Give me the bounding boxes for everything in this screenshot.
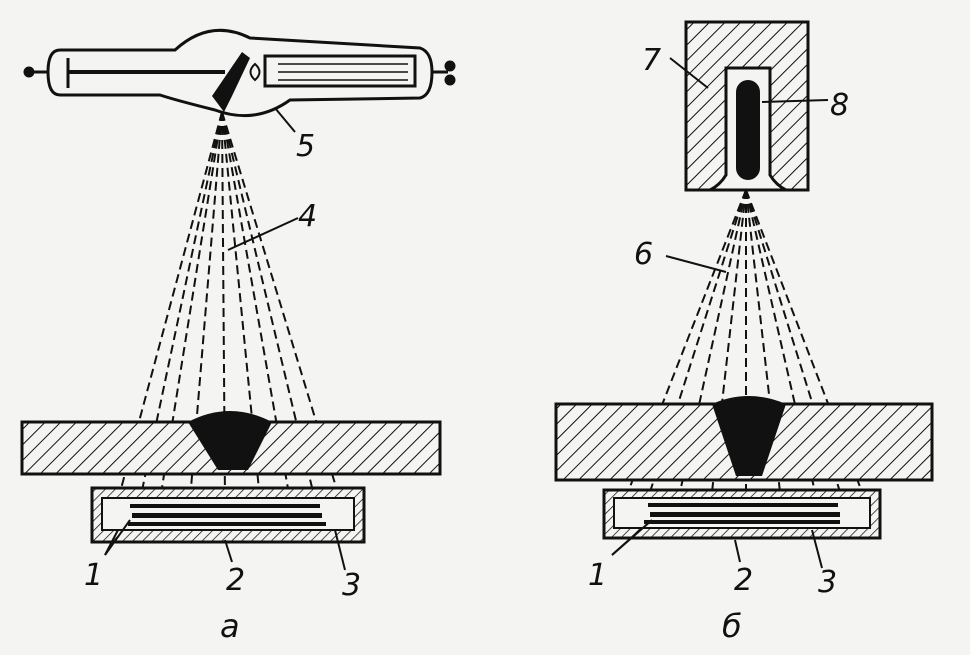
weld-seam: [188, 411, 272, 470]
label-1-b: 1: [588, 558, 607, 593]
figure-a: 5 4 1 2 3 а: [20, 28, 456, 645]
anode-target: [212, 52, 250, 112]
label-5: 5: [296, 129, 315, 164]
caption-b: б: [722, 607, 742, 645]
film-cassette-b: [602, 488, 882, 540]
figure-b: 7 8 6 1 2 3 б: [554, 20, 934, 645]
label-8: 8: [830, 88, 849, 123]
caption-a: а: [220, 607, 240, 645]
radioactive-source: [736, 80, 760, 180]
xray-tube: [23, 28, 456, 118]
leader-lines-b: [611, 57, 829, 569]
label-3: 3: [342, 568, 361, 603]
label-2: 2: [226, 563, 245, 598]
leader-lines-a: [104, 107, 346, 571]
weld-seam-b: [712, 396, 786, 476]
label-1: 1: [84, 558, 103, 593]
label-4: 4: [298, 199, 317, 234]
label-7: 7: [642, 43, 661, 78]
label-2-b: 2: [734, 563, 753, 598]
label-6: 6: [634, 237, 653, 272]
film-cassette: [90, 486, 366, 544]
label-3-b: 3: [818, 565, 837, 600]
